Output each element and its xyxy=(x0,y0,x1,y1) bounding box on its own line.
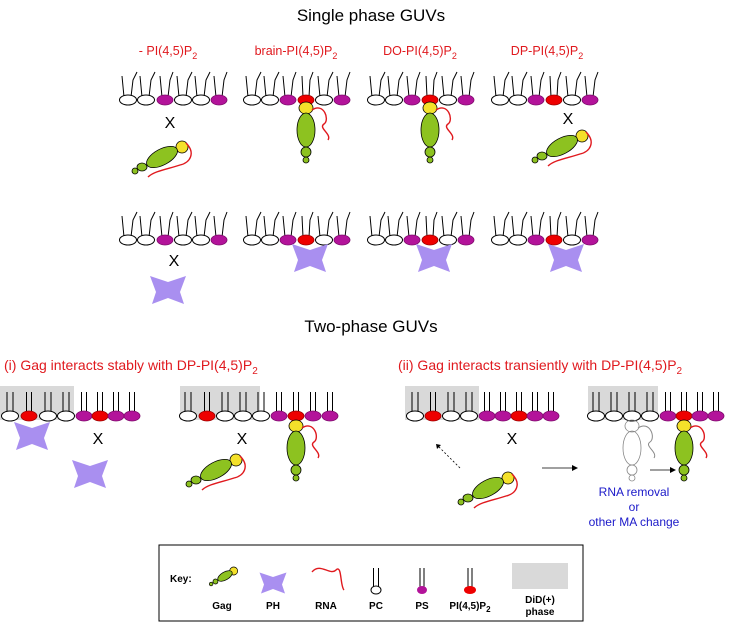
panel-i-heading: (i) Gag interacts stably with DP-PI(4,5)… xyxy=(4,357,258,377)
key-label-did-phase: DiD(+) xyxy=(525,595,555,606)
ph-no-binding-x: X xyxy=(169,253,180,270)
gag-free-no-pip2 xyxy=(131,140,192,178)
gag-free-panel-i xyxy=(185,453,246,491)
membrane-dp-pip2-gag xyxy=(491,71,599,106)
dp-no-binding-x: X xyxy=(563,111,574,128)
no-binding-x: X xyxy=(165,115,176,132)
key-label-pip2: PI(4,5)P2 xyxy=(449,601,491,614)
gag-bound-panel-i xyxy=(286,419,320,482)
dotted-arrow-up xyxy=(437,445,461,469)
ph-bound-ordered-phase xyxy=(14,422,50,450)
key-ps-symbol xyxy=(417,568,427,594)
column-label-do-pip2: DO-PI(4,5)P2 xyxy=(383,44,457,61)
note-line-2: or xyxy=(629,500,640,514)
key-label-rna: RNA xyxy=(315,601,337,612)
membrane-no-pip2-ph xyxy=(119,211,228,246)
gag-bound-panel-ii xyxy=(674,419,708,482)
ph-bound-brain xyxy=(292,244,328,272)
panel-ii-x: X xyxy=(507,431,518,448)
ph-bound-do xyxy=(416,244,452,272)
key-gag-symbol xyxy=(208,566,239,587)
membrane-brain-pip2-gag xyxy=(243,71,351,106)
ph-free-panel-i xyxy=(72,460,108,488)
gag-free-dp-pip2 xyxy=(531,129,592,167)
membrane-brain-pip2-ph xyxy=(243,211,351,246)
column-label-no-pip2: - PI(4,5)P2 xyxy=(139,44,198,61)
key-label-pc: PC xyxy=(369,601,383,612)
two-phase-heading: Two-phase GUVs xyxy=(304,317,437,336)
gag-transient-ghost xyxy=(622,419,656,482)
gag-bound-brain-pip2 xyxy=(296,101,330,164)
ph-free xyxy=(150,276,186,304)
key-label-did-phase-2: phase xyxy=(526,607,555,618)
panel-i-x-2: X xyxy=(237,431,248,448)
key-rna-symbol xyxy=(311,567,345,591)
note-line-3: other MA change xyxy=(589,515,680,529)
key-pip2-symbol xyxy=(464,568,476,594)
key-did-phase-swatch xyxy=(512,563,568,589)
key-label-ps: PS xyxy=(415,601,429,612)
gag-free-panel-ii xyxy=(457,471,518,509)
panel-i-x-1: X xyxy=(93,431,104,448)
panel-ii-heading: (ii) Gag interacts transiently with DP-P… xyxy=(398,357,683,377)
column-label-dp-pip2: DP-PI(4,5)P2 xyxy=(511,44,583,61)
column-label-brain-pip2: brain-PI(4,5)P2 xyxy=(255,44,338,61)
membrane-do-pip2-gag xyxy=(367,71,475,106)
membrane-do-pip2-ph xyxy=(367,211,475,246)
membrane-dp-pip2-ph xyxy=(491,211,599,246)
key-label-ph: PH xyxy=(266,601,280,612)
note-line-1: RNA removal xyxy=(599,485,670,499)
key-ph-symbol xyxy=(259,572,287,594)
single-phase-heading: Single phase GUVs xyxy=(297,6,445,25)
key-title: Key: xyxy=(170,574,192,585)
ph-bound-dp xyxy=(548,244,584,272)
key-label-gag: Gag xyxy=(212,601,231,612)
key-pc-symbol xyxy=(370,568,382,595)
gag-bound-do-pip2 xyxy=(420,101,454,164)
membrane-no-pip2-gag xyxy=(119,71,228,106)
